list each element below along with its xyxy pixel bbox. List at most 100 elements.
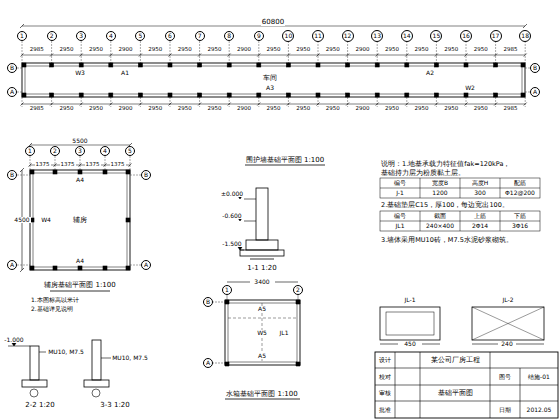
axis-bubble: B	[530, 63, 540, 73]
axis-bubble: A	[141, 260, 151, 270]
drawing-label: JL-1	[404, 297, 417, 303]
axis-number: A	[206, 360, 210, 366]
drawing-line	[258, 41, 259, 63]
drawing-label: 2950	[206, 106, 222, 112]
drawing-line	[109, 54, 112, 57]
axis-bubble: 12	[342, 30, 354, 42]
drawing-line	[22, 41, 23, 63]
drawing-label: 450	[403, 341, 416, 347]
drawing-line	[29, 164, 32, 167]
drawing-label: 2950	[325, 47, 341, 53]
drawing-label: 2-2 1:20	[24, 402, 55, 409]
drawing-label: 2012.05	[526, 407, 553, 413]
drawing-label: 240	[500, 341, 513, 347]
drawing-label: 1375	[110, 162, 126, 168]
drawing-label: MU10, M7.5	[47, 349, 85, 355]
drawing-line	[80, 54, 83, 57]
drawing-label: 2.基础垫层C15，厚100，每边宽出100。	[380, 202, 510, 209]
drawing-label: 2900	[354, 47, 370, 53]
column-symbol	[521, 93, 525, 97]
drawing-label: 高度H	[471, 180, 490, 186]
drawing-line	[30, 156, 31, 170]
drawing-line	[466, 97, 467, 107]
axis-bubble: 15	[430, 30, 442, 42]
axis-bubble: 2	[293, 285, 303, 295]
drawing-line	[317, 54, 320, 57]
drawing-line	[80, 156, 81, 170]
column-symbol	[103, 170, 107, 174]
drawing-label: JL-2	[502, 297, 515, 303]
drawing-line	[318, 97, 319, 107]
axis-number: A	[144, 262, 148, 268]
drawing-line	[105, 156, 106, 170]
drawing-line	[55, 156, 56, 170]
drawing-label: 辅房	[72, 217, 88, 224]
drawing-label: A5	[257, 353, 267, 359]
drawing-line	[109, 103, 112, 106]
drawing-line	[51, 41, 52, 63]
axis-number: 11	[314, 33, 322, 39]
axis-bubble: A	[530, 87, 540, 97]
drawing-line	[17, 68, 22, 69]
drawing-line	[494, 54, 497, 57]
axis-number: 3	[78, 148, 82, 154]
drawing-label: 2985	[502, 106, 518, 112]
drawing-line	[50, 54, 53, 57]
drawing-line	[465, 54, 468, 57]
drawing-line	[288, 97, 289, 107]
drawing-line	[524, 103, 527, 106]
drawing-label: 编号	[393, 180, 407, 186]
drawing-line	[257, 103, 260, 106]
drawing-line	[130, 175, 141, 176]
column-symbol	[494, 93, 498, 97]
drawing-label: 2950	[473, 106, 489, 112]
drawing-line	[140, 41, 141, 63]
drawing-line	[466, 41, 467, 63]
drawing-line	[22, 55, 525, 56]
column-symbol	[109, 93, 113, 97]
axis-number: 4	[109, 33, 113, 39]
column-symbol	[375, 93, 379, 97]
drawing-label: 240×400	[425, 223, 455, 229]
axis-bubble: 1	[17, 31, 27, 41]
drawing-line	[347, 97, 348, 107]
column-symbol	[494, 63, 498, 67]
drawing-line	[170, 41, 171, 63]
axis-number: 1	[28, 148, 32, 154]
drawing-label: 2950	[88, 106, 104, 112]
drawing-label: 3400	[253, 279, 270, 285]
drawing-line	[318, 41, 319, 63]
axis-number: B	[206, 299, 210, 305]
drawing-label: ±0.000	[220, 191, 244, 197]
drawing-label: 2985	[29, 106, 45, 112]
drawing-label: Φ12@200	[504, 190, 536, 196]
column-symbol	[168, 63, 172, 67]
axis-number: 9	[257, 33, 261, 39]
axis-number: B	[10, 65, 14, 71]
column-symbol	[405, 63, 409, 67]
drawing-line	[406, 41, 407, 63]
drawing-line	[347, 41, 348, 63]
drawing-label: 2950	[206, 47, 222, 53]
drawing-label: 2.基础详见说明	[30, 306, 74, 312]
axis-bubble: 5	[125, 146, 135, 156]
column-symbol	[286, 93, 290, 97]
drawing-label: 日期	[498, 407, 512, 413]
axis-bubble: 10	[282, 30, 294, 42]
drawing-line	[17, 175, 30, 176]
column-symbol	[375, 63, 379, 67]
drawing-label: -1.000	[3, 337, 24, 343]
drawing-line	[169, 54, 172, 57]
column-symbol	[346, 63, 350, 67]
drawing-label: 2950	[177, 47, 193, 53]
axis-number: B	[10, 172, 14, 178]
drawing-line	[229, 97, 230, 107]
drawing-label: 4500	[13, 217, 30, 223]
drawing-label: 结施-01	[527, 374, 551, 380]
drawing-line	[80, 103, 83, 106]
drawing-label: 2950	[384, 47, 400, 53]
axis-number: 4	[103, 148, 107, 154]
axis-number: A	[533, 89, 537, 95]
column-symbol	[434, 93, 438, 97]
